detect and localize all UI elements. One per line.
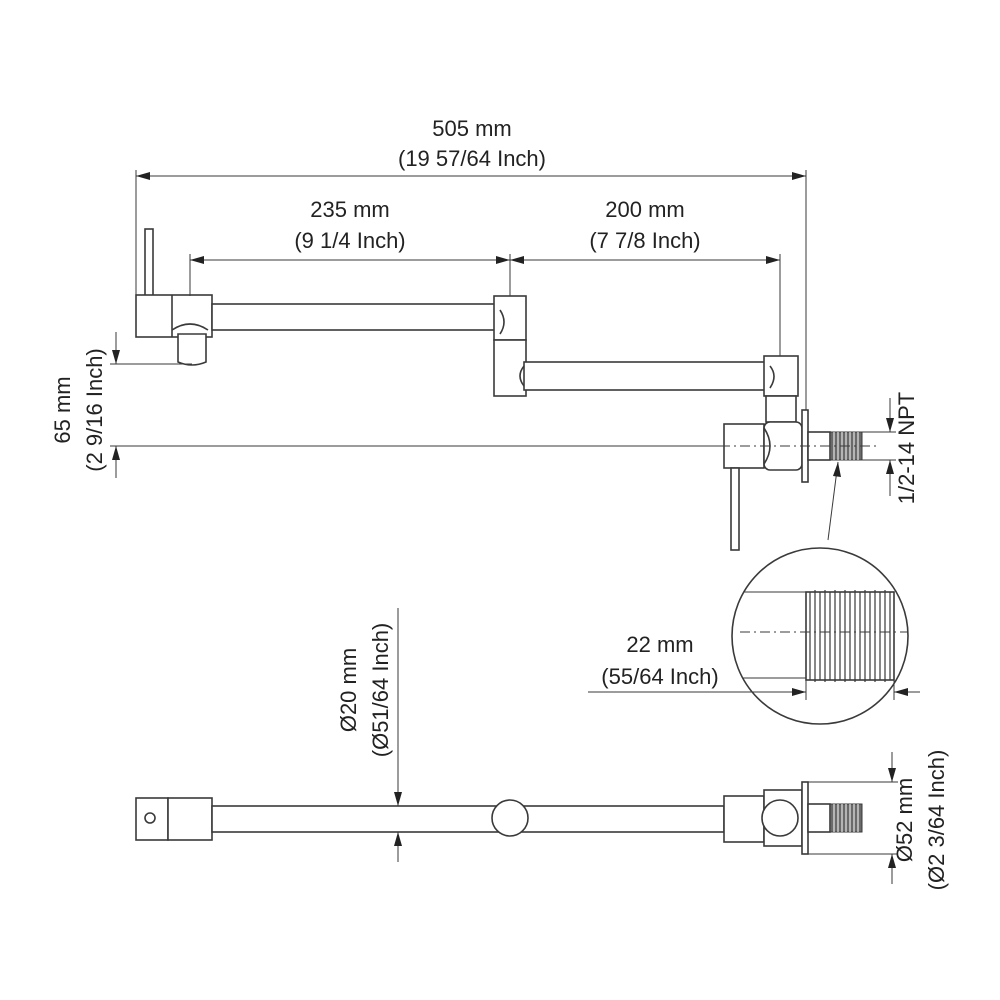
side-view	[135, 228, 880, 551]
top-end-cap	[135, 797, 169, 841]
thread-detail-callout: 22 mm (55/64 Inch)	[588, 461, 920, 725]
middle-joint-lower	[493, 339, 527, 397]
height-mm-label: 65 mm	[50, 376, 75, 443]
flange-dia-mm-label: Ø52 mm	[892, 778, 917, 862]
middle-joint-upper	[493, 295, 527, 341]
dimension-arm-1: 235 mm (9 1/4 Inch)	[189, 197, 511, 296]
dimension-pipe-diameter: Ø20 mm (Ø51/64 Inch)	[336, 608, 402, 862]
top-left-body	[167, 797, 213, 841]
top-right-joint	[761, 799, 799, 837]
dimension-flange-diameter: Ø52 mm (Ø2 3/64 Inch)	[808, 750, 949, 891]
top-connector	[807, 803, 831, 833]
arm1-in-label: (9 1/4 Inch)	[294, 228, 405, 253]
dimension-arm-2: 200 mm (7 7/8 Inch)	[510, 197, 781, 356]
arm-1	[211, 303, 497, 331]
top-view	[135, 781, 863, 855]
arm2-mm-label: 200 mm	[605, 197, 684, 222]
top-valve-body	[723, 795, 765, 843]
spout-tip	[177, 333, 207, 366]
arm-2	[523, 361, 771, 391]
dimension-height: 65 mm (2 9/16 Inch)	[50, 332, 724, 478]
height-in-label: (2 9/16 Inch)	[82, 348, 107, 472]
valve-lever	[730, 467, 740, 551]
right-joint	[763, 355, 799, 397]
pipe-dia-in-label: (Ø51/64 Inch)	[368, 623, 393, 758]
thread-len-mm-label: 22 mm	[626, 632, 693, 657]
arm1-mm-label: 235 mm	[310, 197, 389, 222]
left-handle	[144, 228, 154, 298]
overall-mm-label: 505 mm	[432, 116, 511, 141]
pipe-dia-mm-label: Ø20 mm	[336, 648, 361, 732]
arm2-in-label: (7 7/8 Inch)	[589, 228, 700, 253]
top-middle-joint	[491, 799, 529, 837]
left-body	[135, 294, 213, 338]
detail-thread-lines	[809, 590, 891, 682]
thread-spec-label: 1/2-14 NPT	[894, 392, 919, 505]
thread-len-in-label: (55/64 Inch)	[601, 664, 718, 689]
top-arm	[211, 805, 725, 833]
top-thread	[829, 803, 863, 833]
dimension-overall: 505 mm (19 57/64 Inch)	[135, 116, 807, 410]
right-joint-stem	[765, 395, 797, 423]
top-flange	[801, 781, 809, 855]
dimension-thread-spec: 1/2-14 NPT	[862, 392, 919, 505]
overall-in-label: (19 57/64 Inch)	[398, 146, 546, 171]
flange-dia-in-label: (Ø2 3/64 Inch)	[924, 750, 949, 891]
